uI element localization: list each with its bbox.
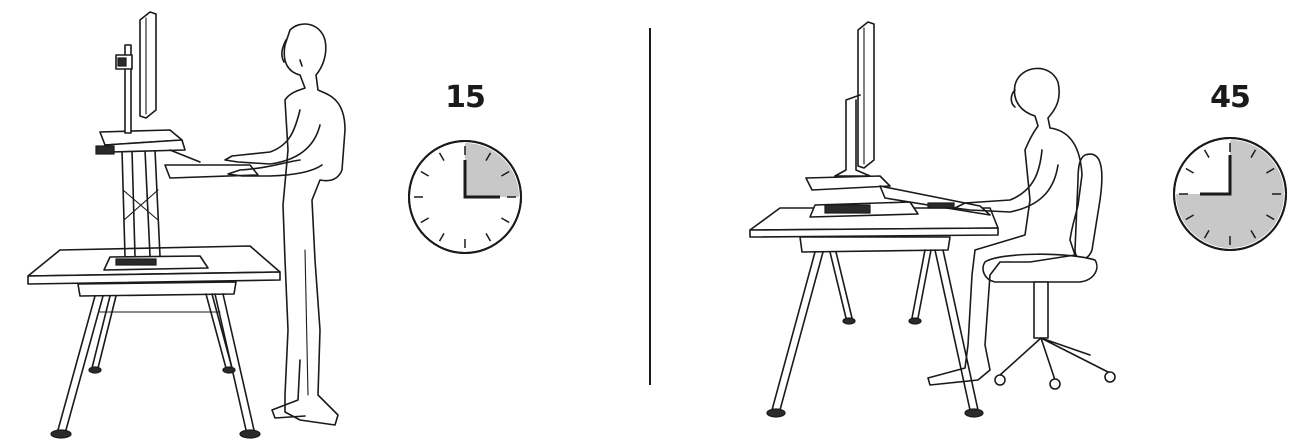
standing-scene: 15 — [28, 12, 521, 438]
sitting-monitor — [835, 22, 874, 176]
clock-15-shaded-sector — [465, 143, 519, 197]
clock-15-label: 15 — [445, 80, 485, 115]
sitting-desk-converter — [806, 176, 990, 217]
standing-monitor — [116, 12, 156, 133]
sitting-scene: 45 — [750, 22, 1286, 417]
clock-45: 45 — [1174, 80, 1286, 250]
standing-person — [225, 24, 345, 425]
clock-45-label: 45 — [1210, 80, 1250, 115]
standing-desk — [28, 246, 280, 438]
sitting-desk — [750, 208, 998, 417]
clock-15: 15 — [409, 80, 521, 253]
